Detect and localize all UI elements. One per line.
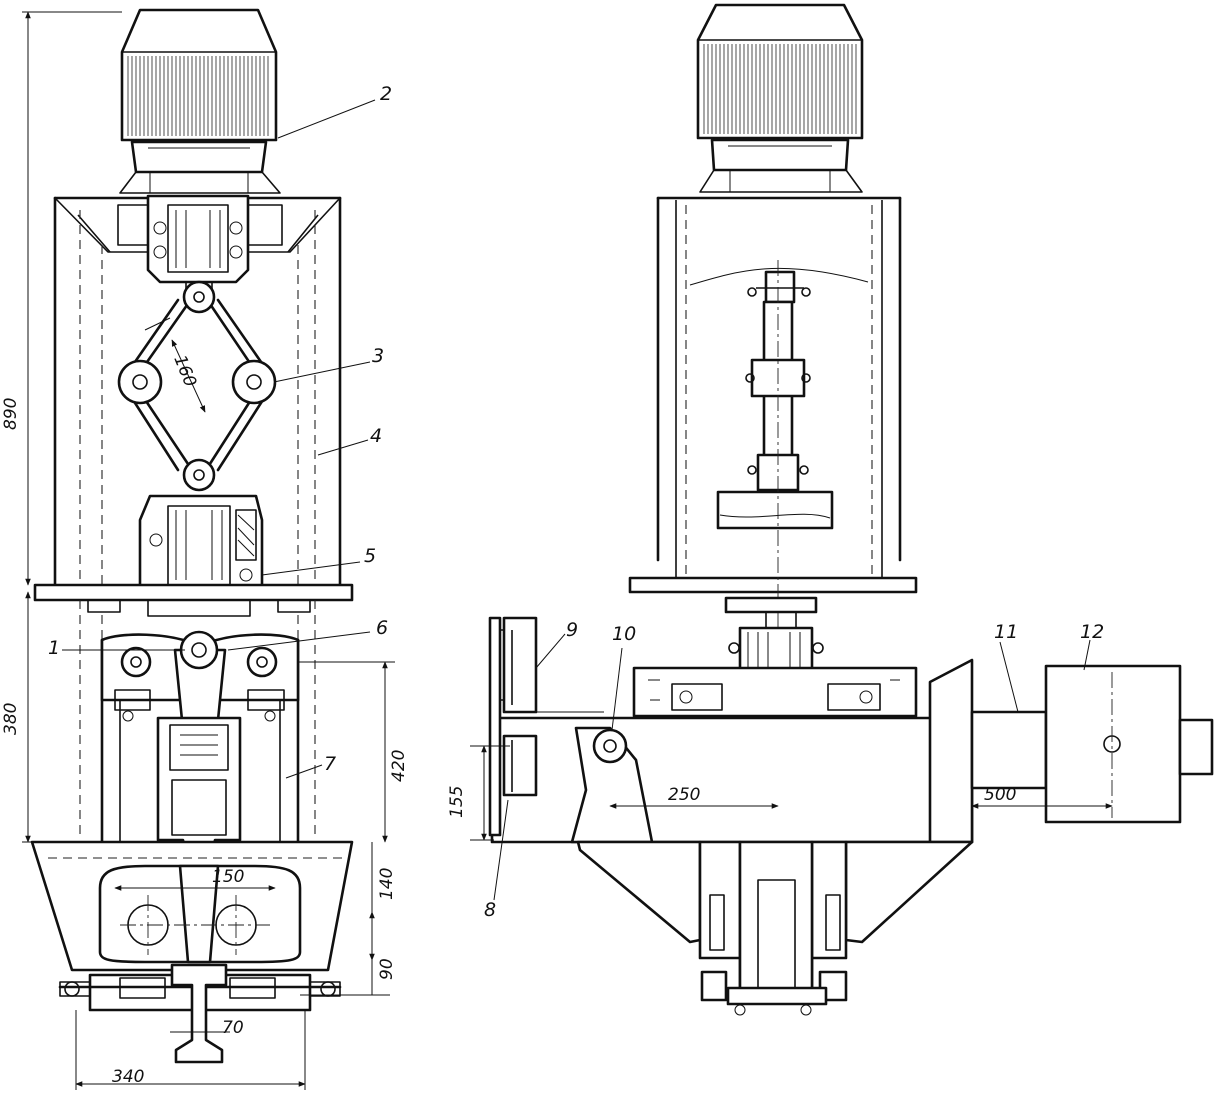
- dim-lower-height: 380: [1, 703, 21, 735]
- label-part-10: 10: [612, 623, 636, 645]
- rail-assembly: [58, 963, 342, 1064]
- weight-arm: [970, 664, 1214, 824]
- dim-bottom-height: 90: [377, 958, 397, 980]
- label-part-3: 3: [372, 345, 384, 367]
- dim-roll-height: 140: [377, 868, 397, 900]
- right-view: 9 10 11 12 8 155 250 500: [447, 3, 1214, 1016]
- right-frame: [628, 196, 918, 594]
- dim-link-length: 160: [169, 352, 200, 390]
- dim-roll-gap: 150: [212, 867, 244, 887]
- dim-base-width: 340: [112, 1067, 144, 1087]
- dim-arm-offset: 250: [668, 785, 700, 805]
- label-part-12: 12: [1080, 621, 1104, 643]
- label-part-2: 2: [380, 83, 392, 105]
- right-leaders: [493, 633, 1091, 901]
- left-brackets: [488, 616, 538, 837]
- label-part-11: 11: [994, 621, 1018, 643]
- right-coupling: [724, 596, 818, 631]
- dim-right-height: 420: [389, 750, 409, 782]
- lower-bearing-housing: [138, 494, 264, 590]
- left-motor: [119, 8, 281, 194]
- label-part-7: 7: [324, 753, 336, 775]
- label-part-8: 8: [484, 899, 496, 921]
- right-motor: [696, 3, 864, 193]
- dim-total-height: 890: [1, 398, 21, 430]
- coupling-shaft: [716, 260, 834, 640]
- dim-pivot-height: 155: [447, 786, 467, 818]
- dim-weight-arm: 500: [984, 785, 1016, 805]
- upper-beam: [632, 666, 918, 718]
- label-part-6: 6: [376, 617, 388, 639]
- left-view: 2 3 4 5 6 1 7 890 380 420 160 150 140 90…: [1, 8, 409, 1090]
- label-part-9: 9: [566, 619, 578, 641]
- label-part-5: 5: [364, 545, 376, 567]
- mid-flange: [33, 583, 354, 617]
- lower-hopper: [576, 840, 974, 1016]
- left-leaders: [62, 99, 376, 779]
- dim-rail-width: 70: [222, 1018, 244, 1038]
- right-dimensions: [470, 745, 1113, 841]
- label-part-1: 1: [48, 637, 60, 659]
- lower-housing: [30, 840, 354, 972]
- upper-bearing-housing: [146, 194, 250, 297]
- toggle-links: [117, 280, 277, 492]
- label-part-4: 4: [370, 425, 382, 447]
- clamp-body: [156, 716, 242, 872]
- left-dimensions: [22, 11, 395, 1090]
